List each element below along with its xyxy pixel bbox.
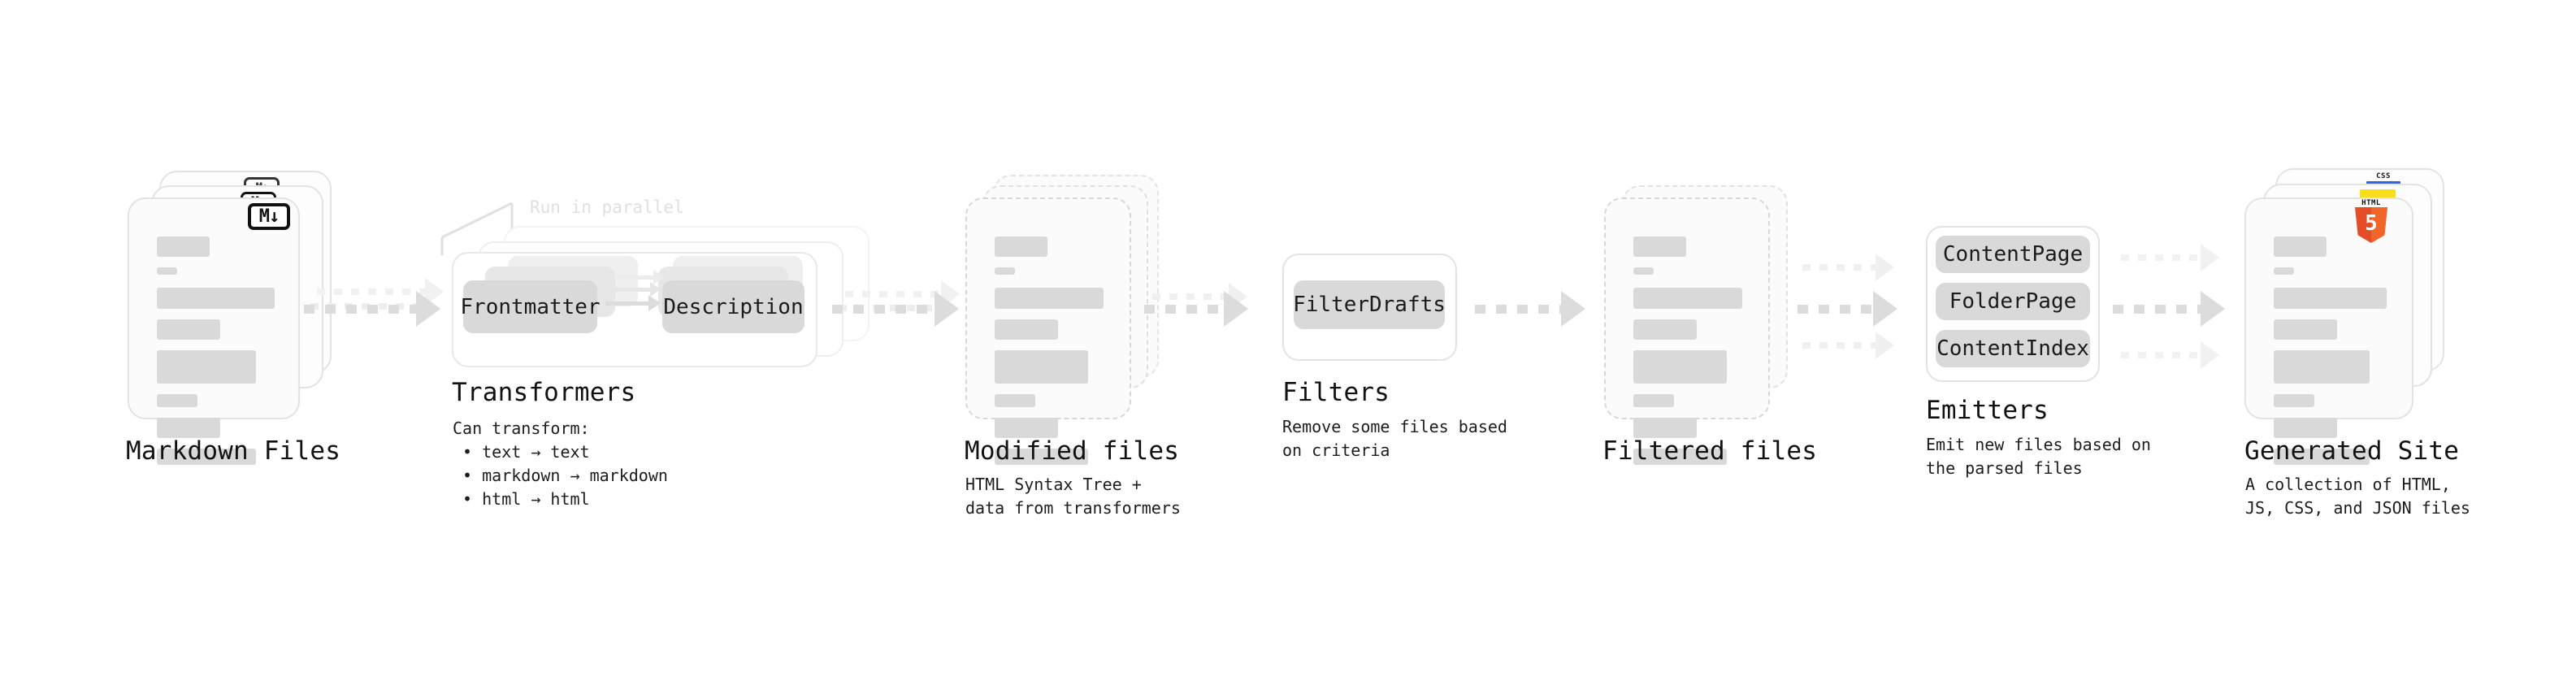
- emitter-node-contentindex[interactable]: ContentIndex: [1936, 330, 2090, 367]
- markdown-badge-front: M↓: [248, 203, 290, 230]
- placeholder-bars: [1633, 236, 1742, 475]
- arrow-connector: [2113, 291, 2225, 327]
- description-generated-site: A collection of HTML, JS, CSS, and JSON …: [2245, 475, 2470, 518]
- arrow-connector: [605, 295, 661, 311]
- arrow-connector: [1802, 332, 1894, 359]
- html5-badge-label: HTML: [2361, 199, 2381, 207]
- css3-badge-bar: [2366, 181, 2400, 185]
- label-filters: Filters: [1282, 378, 1390, 407]
- description-filters: Remove some files based on criteria: [1282, 417, 1507, 460]
- arrow-connector: [611, 282, 661, 297]
- label-modified-files: Modified files: [965, 436, 1180, 466]
- arrow-connector: [1802, 254, 1894, 281]
- arrow-connector: [616, 270, 664, 284]
- arrow-connector: [832, 291, 959, 327]
- markdown-card-front[interactable]: [128, 197, 300, 465]
- filter-node-filterdrafts[interactable]: FilterDrafts: [1293, 280, 1446, 329]
- html5-badge: HTML 5: [2353, 199, 2389, 243]
- arrow-connector: [1144, 291, 1248, 327]
- label-emitters: Emitters: [1926, 396, 2049, 425]
- arrow-connector: [2121, 341, 2219, 369]
- css3-badge: CSS: [2366, 173, 2400, 189]
- placeholder-bars: [2274, 236, 2387, 475]
- description-emitters: Emit new files based on the parsed files: [1926, 435, 2151, 478]
- emitter-node-contentpage[interactable]: ContentPage: [1936, 236, 2090, 273]
- label-markdown-files: Markdown Files: [126, 436, 341, 466]
- description-transformers: Can transform: • text → text • markdown …: [453, 419, 668, 509]
- html5-badge-number: 5: [2365, 211, 2378, 236]
- html5-badge-shield: 5: [2355, 207, 2387, 243]
- label-generated-site: Generated Site: [2244, 436, 2460, 466]
- filtered-card-front[interactable]: [1604, 197, 1770, 465]
- label-filtered-files: Filtered files: [1602, 436, 1818, 466]
- site-card-front[interactable]: [2244, 197, 2413, 465]
- description-modified-files: HTML Syntax Tree + data from transformer…: [965, 475, 1181, 518]
- transformer-node-frontmatter[interactable]: Frontmatter: [460, 280, 601, 333]
- placeholder-bars: [995, 236, 1104, 475]
- label-transformers: Transformers: [452, 378, 636, 407]
- modified-card-front[interactable]: [965, 197, 1131, 465]
- label-run-in-parallel: Run in parallel: [530, 197, 684, 217]
- arrow-connector: [1475, 291, 1585, 327]
- transformer-node-description[interactable]: Description: [662, 280, 804, 333]
- css3-badge-label: CSS: [2376, 172, 2391, 180]
- emitter-node-folderpage[interactable]: FolderPage: [1936, 283, 2090, 320]
- placeholder-bars: [157, 236, 275, 475]
- arrow-connector: [2121, 244, 2219, 271]
- arrow-connector: [304, 291, 440, 327]
- arrow-connector: [1798, 291, 1897, 327]
